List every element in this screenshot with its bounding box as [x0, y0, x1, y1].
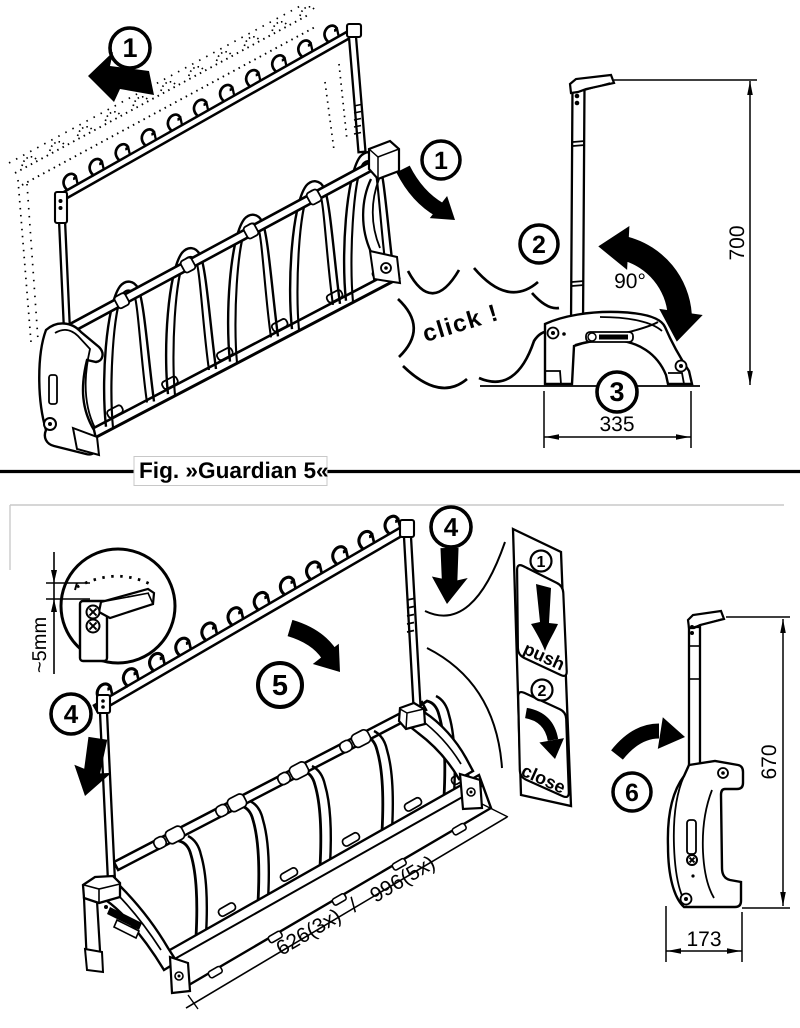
- svg-text:4: 4: [444, 512, 459, 542]
- svg-text:1: 1: [434, 147, 448, 175]
- svg-text:2: 2: [532, 231, 546, 259]
- svg-text:670: 670: [758, 744, 781, 779]
- svg-text:173: 173: [686, 928, 721, 951]
- svg-text:700: 700: [726, 225, 749, 260]
- svg-text:4: 4: [64, 699, 79, 729]
- svg-text:1: 1: [122, 33, 137, 63]
- svg-text:1: 1: [537, 554, 546, 571]
- svg-text:2: 2: [538, 683, 547, 700]
- svg-text:90°: 90°: [614, 270, 646, 293]
- svg-text:5: 5: [272, 670, 288, 702]
- svg-text:335: 335: [599, 413, 634, 436]
- svg-text:Fig. »Guardian 5«: Fig. »Guardian 5«: [139, 458, 329, 483]
- svg-text:6: 6: [625, 779, 639, 807]
- svg-text:~5mm: ~5mm: [29, 617, 51, 673]
- svg-text:3: 3: [609, 377, 624, 407]
